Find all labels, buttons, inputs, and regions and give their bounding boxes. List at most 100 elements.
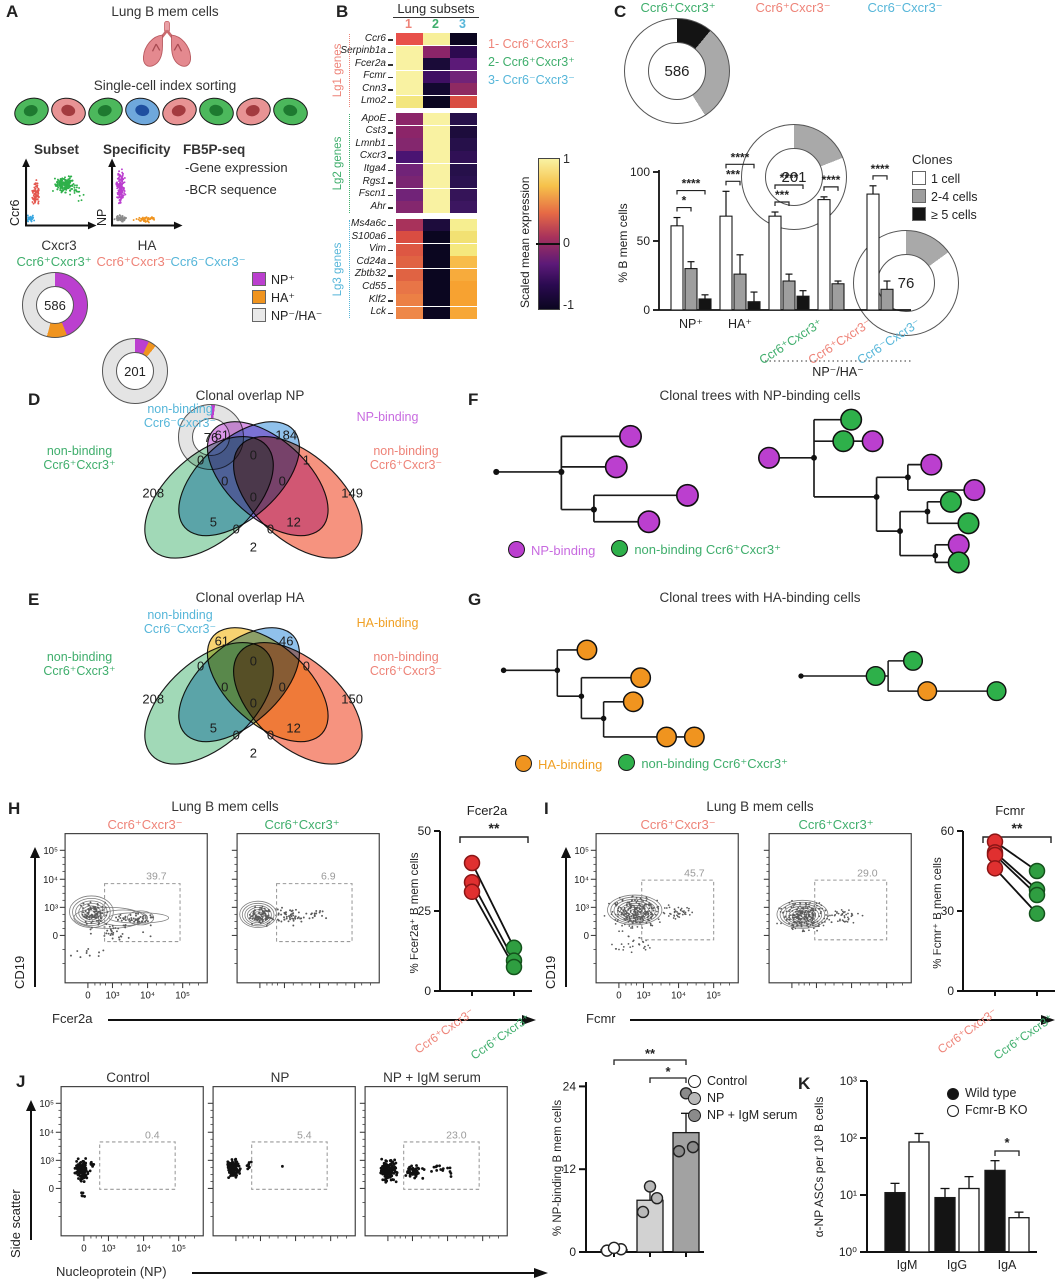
gene-label: Lmnb1 bbox=[355, 137, 386, 149]
control-circle-icon bbox=[688, 1075, 701, 1088]
fb5p-title: FB5P-seq bbox=[183, 142, 246, 157]
subset-legend-3: 3- Ccr6⁻Cxcr3⁻ bbox=[488, 73, 575, 87]
specificity-xlabel: HA bbox=[137, 238, 157, 253]
gene-label: Rgs1 bbox=[362, 175, 386, 187]
panel-h-title: Lung B mem cells bbox=[171, 799, 279, 814]
venn-region: 208 bbox=[142, 485, 165, 501]
gene-label: Klf2 bbox=[368, 293, 386, 305]
venn-region: 0 bbox=[221, 679, 229, 695]
svg-text:10⁵: 10⁵ bbox=[706, 991, 721, 1002]
fb5p-item-1: -Gene expression bbox=[185, 160, 288, 175]
gene-label: Serpinb1a bbox=[340, 45, 386, 57]
donut-c2-title: Ccr6⁺Cxcr3⁻ bbox=[755, 0, 831, 15]
svg-text:10⁴: 10⁴ bbox=[136, 1244, 151, 1255]
svg-text:% NP-binding B mem cells: % NP-binding B mem cells bbox=[552, 1100, 564, 1236]
np-axis-arrow bbox=[192, 1267, 548, 1279]
gate-percentage: 29.0 bbox=[857, 868, 878, 880]
gene-label: Cst3 bbox=[365, 125, 386, 137]
sorted-cell-salmon bbox=[232, 93, 275, 130]
gate-percentage: 23.0 bbox=[446, 1129, 467, 1141]
svg-text:****: **** bbox=[731, 150, 750, 164]
svg-text:*: * bbox=[682, 194, 687, 208]
gene-label: Cxcr3 bbox=[359, 150, 386, 162]
nonbinding-label: non-binding Ccr6⁺Cxcr3⁺ bbox=[641, 756, 789, 771]
panel-k-letter: K bbox=[798, 1074, 811, 1093]
svg-text:100: 100 bbox=[630, 165, 650, 179]
venn-ha-title: Clonal overlap HA bbox=[195, 590, 305, 605]
sorted-cell-green bbox=[10, 93, 53, 130]
np-igm-circle-icon bbox=[688, 1109, 701, 1122]
five-plus-cells-label: ≥ 5 cells bbox=[931, 208, 977, 222]
clonal-tree-np-1 bbox=[480, 416, 720, 536]
panel-i-letter: I bbox=[544, 799, 549, 818]
heatmap-cell bbox=[450, 306, 477, 319]
svg-text:NP⁻/HA⁻: NP⁻/HA⁻ bbox=[812, 365, 863, 379]
svg-text:25: 25 bbox=[418, 904, 432, 918]
flow-j-xlabel: Nucleoprotein (NP) bbox=[56, 1264, 167, 1279]
colorbar-label: Scaled mean expression bbox=[518, 176, 532, 308]
np-label: NP bbox=[707, 1091, 725, 1105]
panel-g-letter: G bbox=[468, 590, 482, 609]
svg-text:10⁴: 10⁴ bbox=[39, 1128, 54, 1139]
venn-region: 0 bbox=[266, 521, 275, 537]
heatmap-cell bbox=[396, 294, 423, 307]
svg-text:10³: 10³ bbox=[102, 1244, 117, 1255]
specificity-title: Specificity bbox=[103, 142, 171, 157]
heatmap-cell bbox=[396, 83, 423, 96]
svg-text:10⁵: 10⁵ bbox=[175, 991, 190, 1002]
heatmap-cell bbox=[396, 176, 423, 189]
venn-region: 0 bbox=[232, 727, 240, 743]
svg-text:**: ** bbox=[645, 1048, 656, 1061]
svg-text:IgA: IgA bbox=[998, 1258, 1017, 1272]
gate-percentage: 39.7 bbox=[146, 870, 167, 882]
sorted-cells bbox=[10, 93, 316, 130]
one-cell-swatch bbox=[912, 171, 926, 185]
heatmap-cell bbox=[423, 281, 450, 294]
venn-region: 12 bbox=[286, 514, 301, 530]
heatmap-cell bbox=[423, 95, 450, 108]
heatmap-cell bbox=[396, 268, 423, 282]
heatmap-cell bbox=[450, 83, 477, 96]
svg-text:HA⁺: HA⁺ bbox=[728, 317, 752, 331]
cd19-axis-arrow bbox=[29, 847, 41, 987]
heatmap-cell bbox=[396, 218, 423, 231]
donut-a2: 201 bbox=[102, 338, 168, 404]
heatmap-cell bbox=[450, 33, 477, 46]
gene-label: Ahr bbox=[370, 200, 386, 212]
panel-g-legend: HA-binding non-binding Ccr6⁺Cxcr3⁺ bbox=[515, 754, 788, 772]
subset-ylabel: Ccr6 bbox=[8, 199, 22, 226]
gate-percentage: 5.4 bbox=[297, 1129, 312, 1141]
lungs-icon bbox=[138, 20, 196, 70]
np-igm-label: NP + IgM serum bbox=[707, 1108, 798, 1122]
specificity-scatter-plot bbox=[100, 158, 186, 238]
heatmap-cell bbox=[396, 33, 423, 46]
sorted-cell-blue bbox=[122, 94, 163, 129]
svg-text:0: 0 bbox=[85, 991, 90, 1002]
sorted-cell-salmon bbox=[48, 94, 89, 129]
svg-text:30: 30 bbox=[941, 904, 955, 918]
svg-text:50: 50 bbox=[637, 234, 651, 248]
ha-binding-label: HA-binding bbox=[538, 756, 603, 772]
svg-text:0: 0 bbox=[616, 991, 621, 1002]
panel-a-legend: NP⁺ HA⁺ NP⁻/HA⁻ bbox=[252, 272, 322, 326]
svg-text:0: 0 bbox=[569, 1245, 576, 1259]
flow-j3-title: NP + IgM serum bbox=[383, 1070, 481, 1085]
svg-text:**: ** bbox=[489, 820, 500, 836]
flow-i-xlab: Fcmr bbox=[586, 1011, 616, 1026]
nonbinding-label: non-binding Ccr6⁺Cxcr3⁺ bbox=[634, 542, 782, 557]
heatmap-cell bbox=[396, 70, 423, 83]
flow-plot-h2: 6.9 bbox=[200, 831, 390, 1003]
clones-legend-title: Clones bbox=[912, 152, 953, 167]
heatmap-cell bbox=[396, 163, 423, 176]
heatmap-cell bbox=[396, 256, 423, 269]
heatmap-cell bbox=[423, 268, 450, 282]
